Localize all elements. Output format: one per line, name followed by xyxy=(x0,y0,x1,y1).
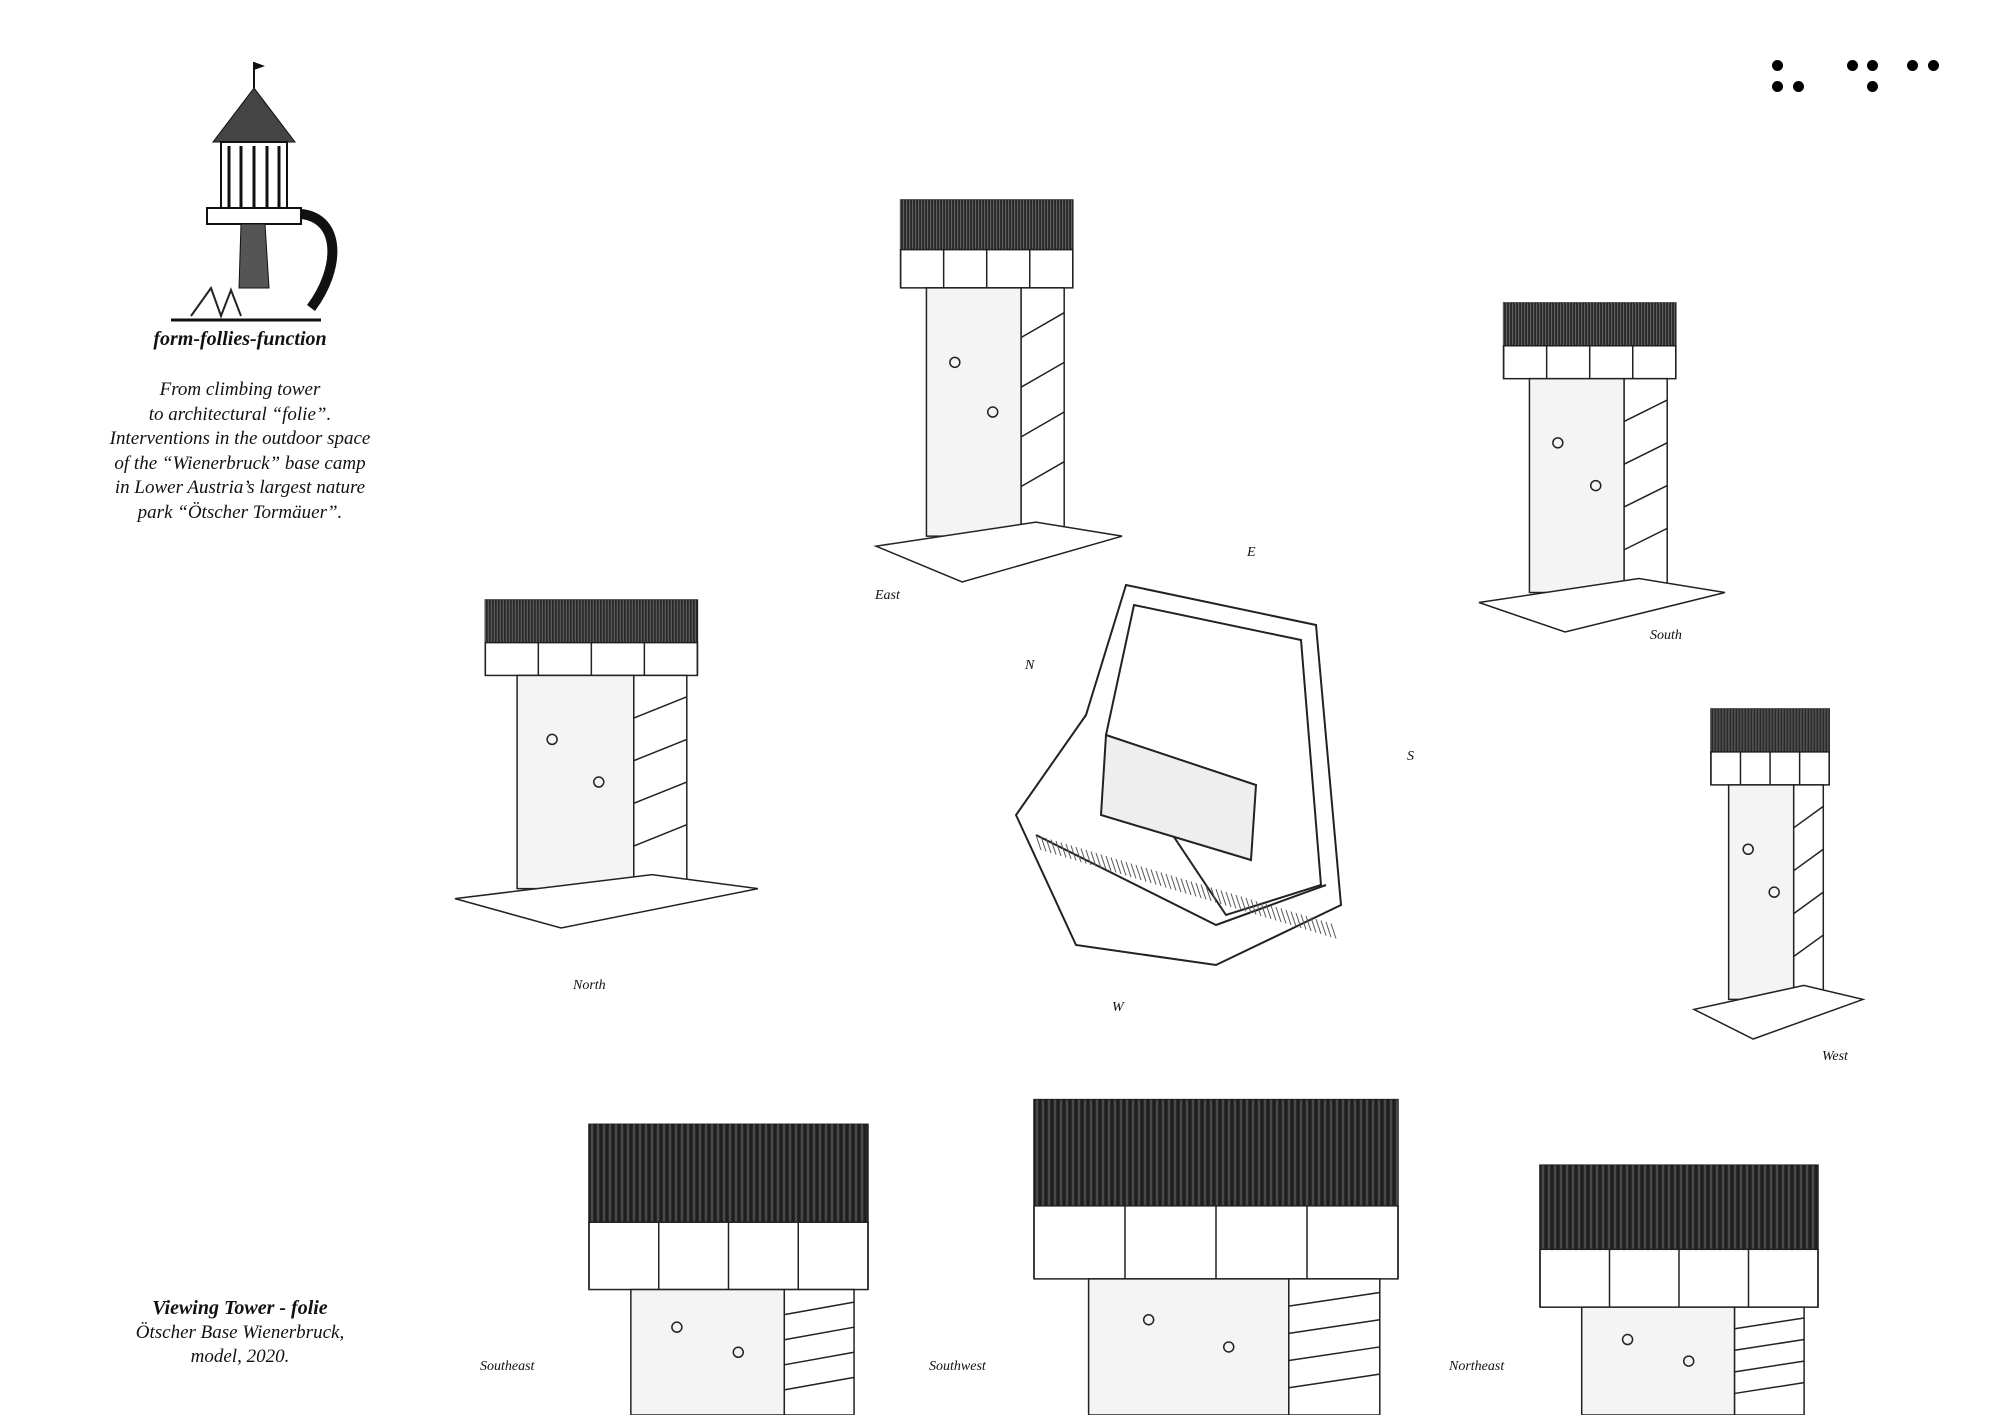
folly-tower-engraving xyxy=(171,62,338,322)
view-label-southwest: Southwest xyxy=(929,1359,986,1374)
intro-line: to architectural “folie”. xyxy=(148,403,332,425)
caption: Viewing Tower - folie Ötscher Base Wiene… xyxy=(90,1296,390,1370)
intro-line: of the “Wienerbruck” base camp xyxy=(114,452,366,474)
tower-view-south xyxy=(1478,302,1726,633)
intro-title: form-follies-function xyxy=(153,328,327,350)
tower-view-west xyxy=(1691,708,1866,1040)
caption-title: Viewing Tower - folie xyxy=(152,1297,328,1319)
tower-detail-northeast xyxy=(1539,1164,1819,1415)
view-label-north: North xyxy=(573,978,606,993)
intro-line: From climbing tower xyxy=(159,379,321,400)
tower-view-east xyxy=(873,199,1123,583)
tower-detail-southeast xyxy=(588,1123,869,1415)
view-label-south: South xyxy=(1650,628,1682,643)
compass-e: E xyxy=(1247,545,1256,560)
compass-s: S xyxy=(1407,749,1414,764)
tower-view-north xyxy=(454,599,759,929)
view-label-northeast: Northeast xyxy=(1449,1359,1505,1374)
caption-line: Ötscher Base Wienerbruck, xyxy=(135,1321,345,1343)
compass-n: N xyxy=(1025,658,1035,673)
view-label-east: East xyxy=(875,588,900,603)
tower-detail-southwest xyxy=(1033,1098,1399,1415)
view-label-southeast: Southeast xyxy=(480,1359,535,1374)
caption-line: model, 2020. xyxy=(190,1346,290,1367)
intro-line: Interventions in the outdoor space xyxy=(109,428,371,449)
compass-w: W xyxy=(1112,1000,1124,1015)
view-label-west: West xyxy=(1822,1049,1848,1064)
tower-plan-view-from-above xyxy=(1014,583,1343,967)
intro-line: in Lower Austria’s largest nature xyxy=(114,477,366,498)
intro-text: From climbing tower to architectural “fo… xyxy=(60,378,420,525)
intro-line: park “Ötscher Tormäuer”. xyxy=(137,501,343,523)
